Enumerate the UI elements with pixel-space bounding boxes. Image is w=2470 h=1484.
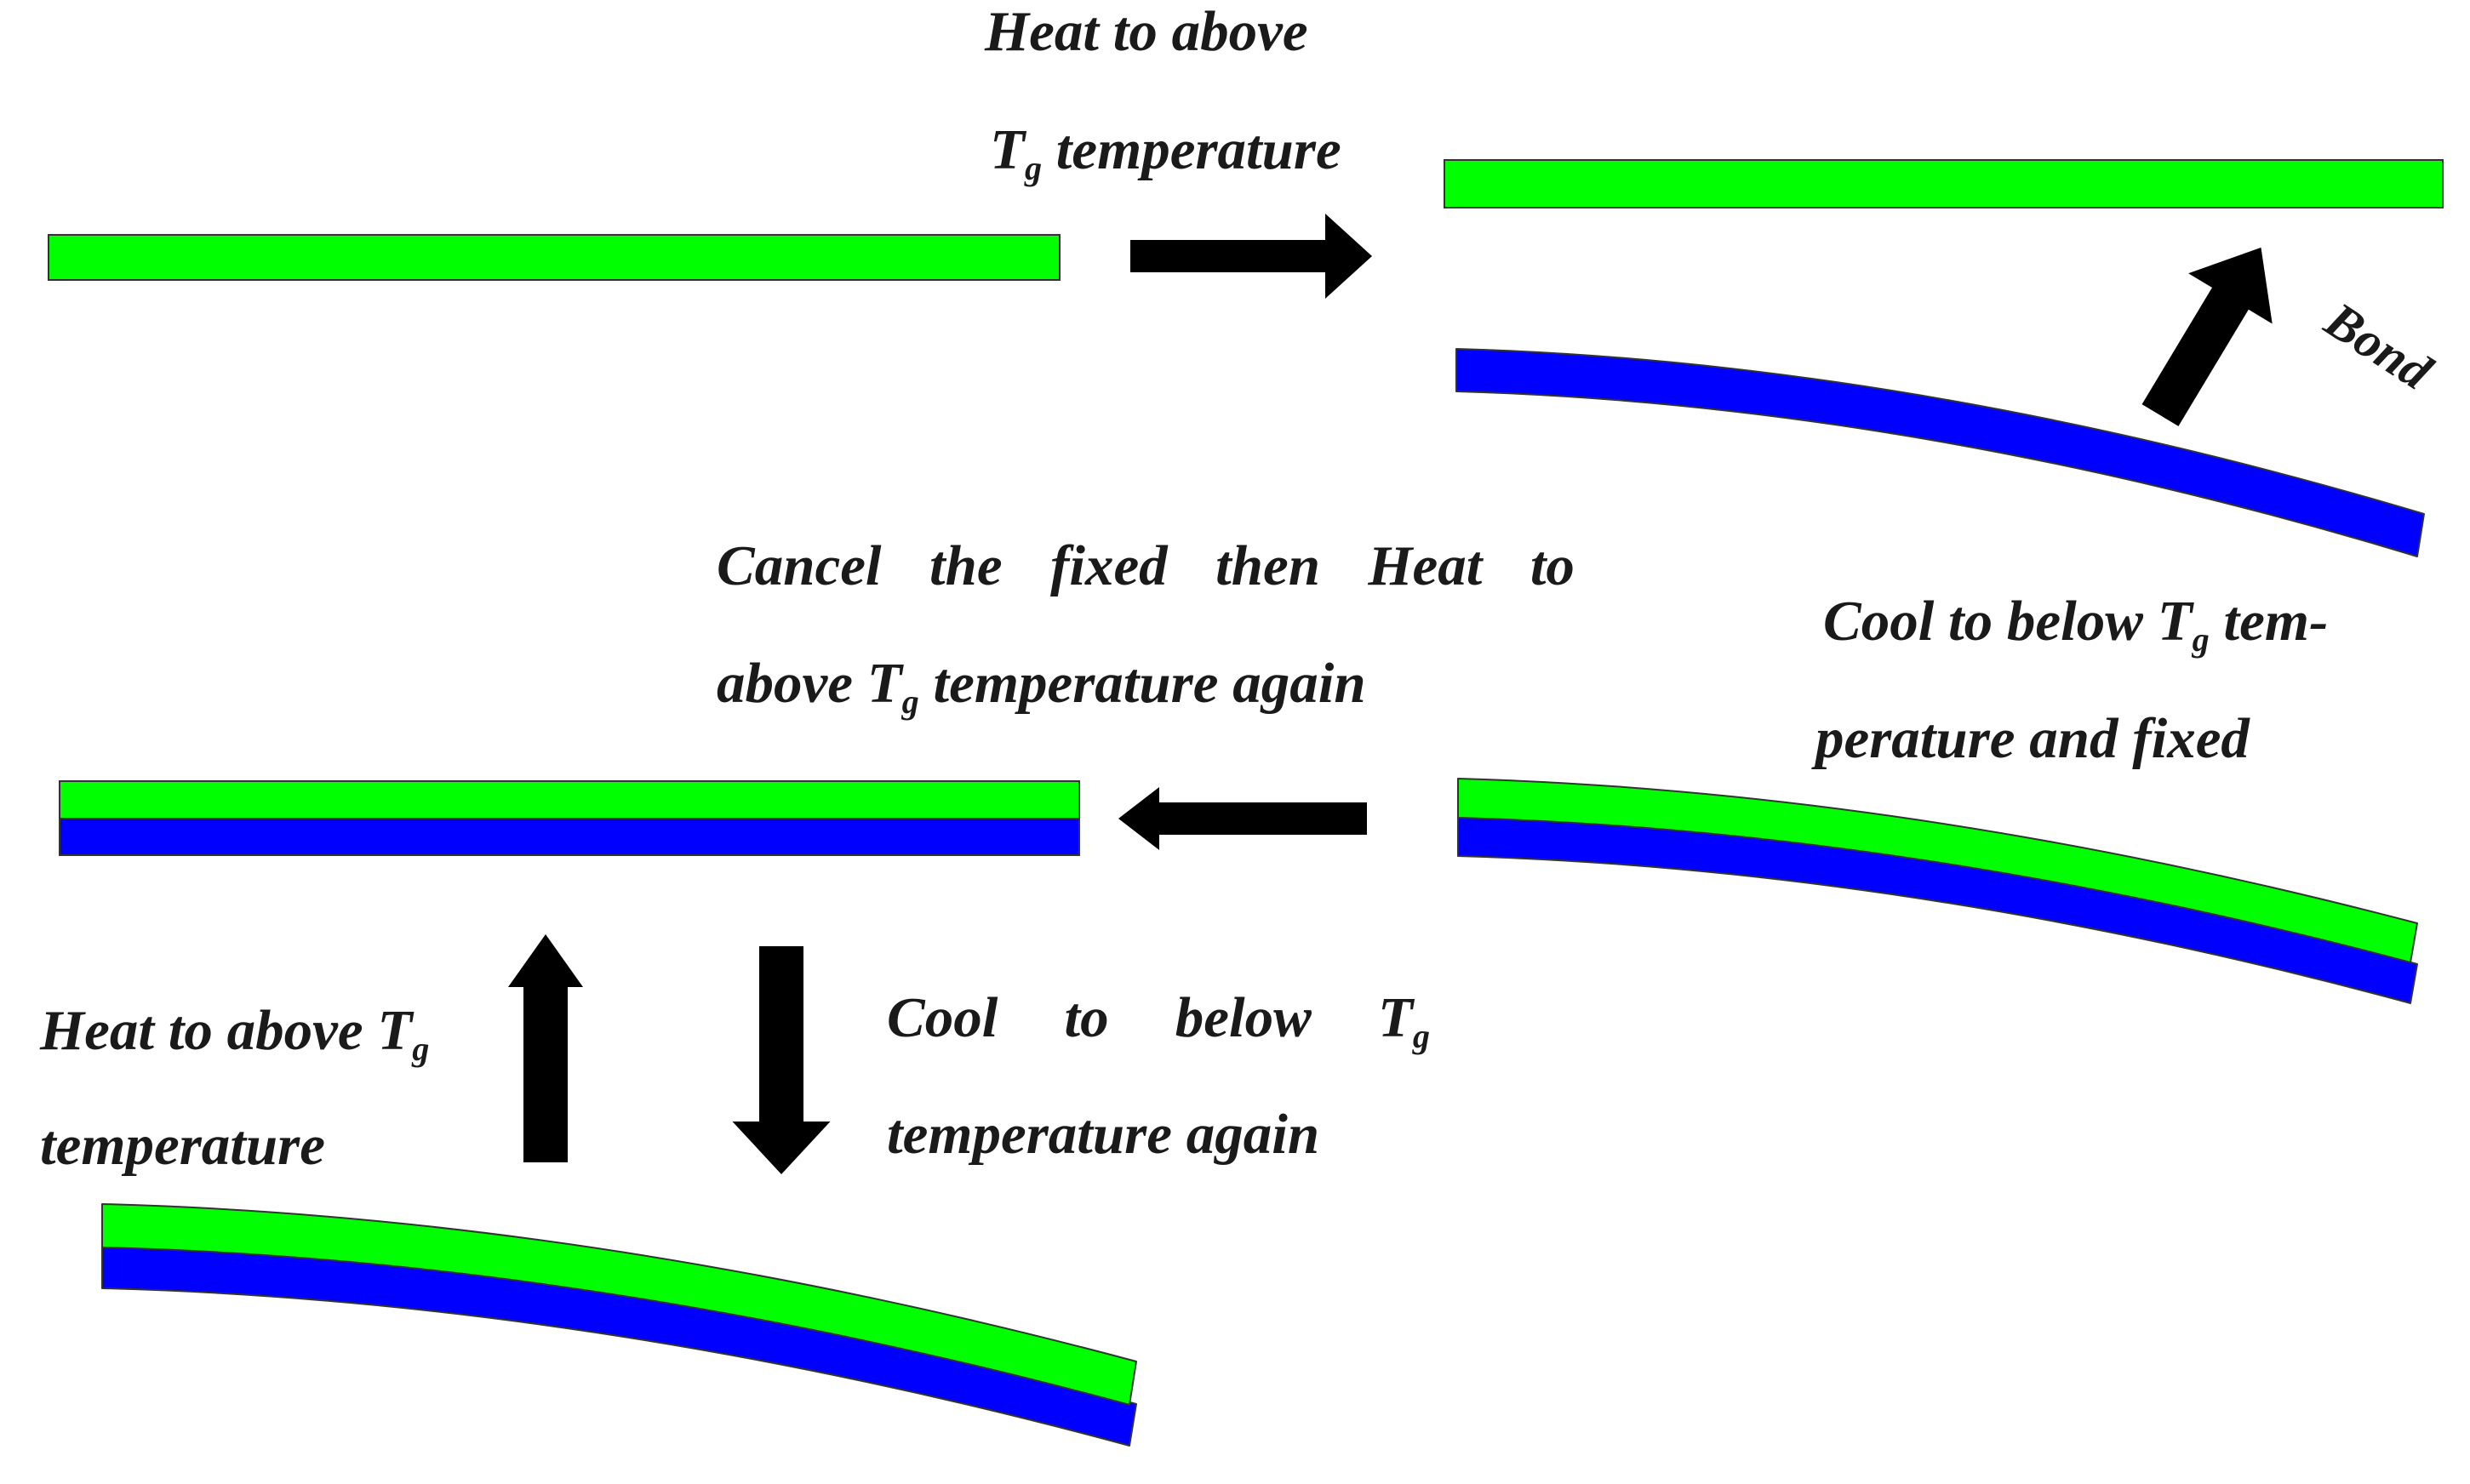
tg-subscript: g [2192,619,2210,659]
tg-subscript: g [412,1029,430,1068]
strip-green-bent-fixed [1457,778,2418,963]
word: Heat [1368,534,1483,597]
label-cancel-fixed-line1: Cancel the fixed then Heat to [717,538,1575,595]
arrow-left-cancel [1118,787,1367,850]
label-text: temperature again [918,652,1366,715]
label-text: tem- [2209,590,2329,653]
strip-blue-bent-single [1455,348,2425,557]
tg-symbol: T [990,118,1025,181]
arrows-layer [508,214,2273,1174]
word: to [1529,534,1575,597]
word: then [1215,534,1320,597]
label-cancel-fixed-line2: above Tg temperature again [717,652,1366,719]
word: Cancel [717,534,882,597]
label-heat-above-top: Heat to above [985,3,1308,60]
tg-subscript: g [1024,148,1043,187]
arrow-down-cool [732,946,831,1174]
arrow-bond-diagonal [2141,247,2273,426]
tg-subscript: g [901,682,919,721]
label-heat-above-left-line2: temperature [40,1114,325,1177]
word: to [1064,986,1109,1049]
word: Cool [887,986,998,1049]
label-cool-below-again-line2: temperature again [887,1103,1320,1166]
label-heat-above-left-line1: Heat to above Tg [40,999,429,1066]
label-text: above [717,652,867,715]
tg-term: Tg [1377,986,1430,1053]
strip-green-bent-bottom [101,1203,1137,1406]
tg-symbol: T [866,652,902,715]
label-text: Cool to below [1823,590,2158,653]
tg-symbol: T [1377,986,1413,1049]
label-text: Heat to above [40,999,378,1062]
arrow-up-heat [508,934,583,1162]
arrow-right-heat [1130,214,1372,299]
tg-symbol: T [377,999,413,1062]
tg-symbol: T [2157,590,2193,653]
label-heat-above-top-line1: Heat to above [985,0,1308,63]
label-heat-above-top-line2: Tg temperature [990,122,1341,186]
word: the [929,534,1003,597]
strip-green-original [48,234,1061,281]
strip-green-heated [1444,159,2444,208]
label-cool-below-fixed-line1: Cool to below Tg tem- [1823,590,2329,657]
word: fixed [1050,534,1168,597]
strip-green-flat-bilayer [59,780,1080,821]
tg-subscript: g [1412,1016,1430,1055]
label-cool-below-again-line1: Cool to below Tg [887,986,1430,1053]
word: below [1175,986,1312,1049]
strip-blue-flat-bilayer [59,818,1080,856]
label-cool-below-fixed-line2: perature and fixed [1815,707,2250,770]
label-text: temperature [1042,118,1341,181]
strips-layer [48,159,2444,1447]
